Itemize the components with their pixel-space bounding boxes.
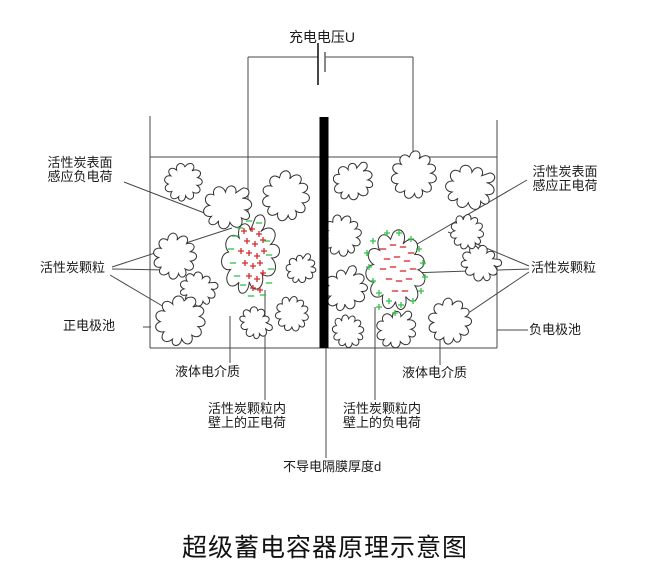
left-inner-wall-charge-label-line1: 活性炭颗粒内	[207, 401, 286, 416]
plus-charge-mark	[376, 304, 382, 310]
plus-charge-mark	[254, 253, 260, 259]
plus-charge-mark	[366, 264, 372, 270]
carbon-particle-charged-right	[360, 226, 430, 314]
separator-membrane	[319, 117, 329, 348]
leader-right-surface-charge	[411, 179, 528, 248]
separator-thickness-label: 不导电隔膜厚度d	[283, 459, 382, 474]
plus-charge-mark	[244, 238, 250, 244]
diagram-title: 超级蓄电容器原理示意图	[181, 535, 469, 562]
plus-charge-mark	[416, 246, 422, 252]
right-surface-charge-label-line1: 活性炭表面	[532, 164, 598, 179]
carbon-particle	[236, 304, 276, 342]
left-liquid-dielectric-label: 液体电介质	[175, 364, 241, 379]
right-particle-label: 活性炭颗粒	[531, 260, 597, 275]
left-surface-charge-label-line2: 感应负电荷	[47, 169, 113, 184]
plus-charge-mark	[396, 230, 402, 236]
plus-charge-mark	[392, 310, 398, 316]
right-surface-charge-label-line2: 感应正电荷	[532, 178, 598, 193]
plus-charge-mark	[384, 230, 390, 236]
carbon-particle	[281, 247, 321, 289]
plus-charge-mark	[257, 287, 263, 293]
positive-cell-label: 正电极池	[63, 318, 116, 333]
plus-charge-mark	[254, 276, 260, 282]
plus-charge-mark	[376, 290, 382, 296]
left-inner-wall-charge-label: 活性炭颗粒内 壁上的正电荷	[203, 402, 291, 430]
plus-charge-mark	[246, 273, 252, 279]
negative-cell-label: 负电极池	[529, 322, 582, 337]
battery-icon	[317, 43, 326, 85]
right-inner-wall-charge-label-line2: 壁上的负电荷	[342, 415, 421, 430]
plus-charge-mark	[260, 237, 266, 243]
carbon-particle	[325, 309, 371, 354]
plus-charge-mark	[242, 260, 248, 266]
plus-charge-mark	[249, 226, 255, 232]
plus-charge-mark	[364, 250, 370, 256]
plus-charge-mark	[252, 241, 258, 247]
left-surface-charge-label-line1: 活性炭表面	[47, 155, 113, 170]
carbon-particle	[420, 292, 479, 351]
plus-charge-mark	[398, 302, 404, 308]
carbon-particle	[386, 147, 441, 203]
plus-charge-mark	[261, 248, 267, 254]
plus-charge-mark	[250, 263, 256, 269]
plus-charge-mark	[238, 248, 244, 254]
plus-charge-mark	[410, 298, 416, 304]
right-surface-charge-label: 活性炭表面 感应正电荷	[527, 165, 603, 193]
carbon-particle	[160, 159, 206, 205]
left-surface-negative-charges	[227, 220, 275, 297]
carbon-particle	[255, 165, 316, 227]
plus-charge-mark	[246, 250, 252, 256]
right-liquid-dielectric-label: 液体电介质	[402, 365, 468, 380]
carbon-particle	[267, 289, 317, 339]
left-surface-charge-label: 活性炭表面 感应负电荷	[36, 156, 124, 184]
plus-charge-mark	[386, 298, 392, 304]
right-inner-wall-charge-label-line1: 活性炭颗粒内	[342, 401, 421, 416]
plus-charge-mark	[418, 288, 424, 294]
plus-charge-mark	[408, 236, 414, 242]
plus-charge-mark	[260, 270, 266, 276]
charge-voltage-label: 充电电压U	[288, 29, 356, 45]
plus-charge-mark	[422, 274, 428, 280]
right-surface-positive-charges	[364, 230, 428, 316]
leader-left-particle-2	[111, 268, 167, 271]
plus-charge-mark	[420, 260, 426, 266]
left-particle-label: 活性炭颗粒	[40, 260, 106, 275]
carbon-particle	[326, 152, 381, 209]
left-inner-wall-charge-label-line2: 壁上的正电荷	[207, 415, 286, 430]
plus-charge-mark	[256, 231, 262, 237]
plus-charge-mark	[241, 228, 247, 234]
carbon-particle	[436, 152, 506, 221]
plus-charge-mark	[257, 260, 263, 266]
left-inner-wall-positive-charges	[238, 226, 267, 293]
right-inner-wall-negative-charges	[379, 244, 417, 292]
plus-charge-mark	[370, 238, 376, 244]
right-inner-wall-charge-label: 活性炭颗粒内 壁上的负电荷	[338, 402, 426, 430]
plus-charge-mark	[250, 285, 256, 291]
plus-charge-mark	[370, 278, 376, 284]
